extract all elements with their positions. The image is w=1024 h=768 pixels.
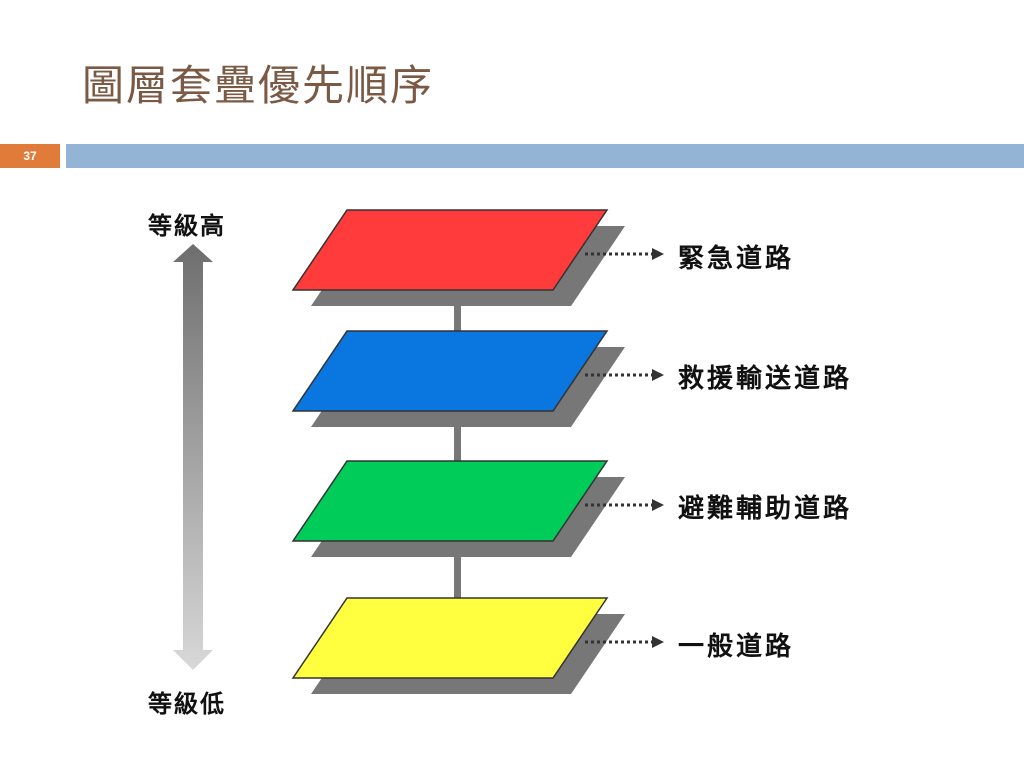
title-accent-bar xyxy=(66,144,1024,168)
layer-label-rescue-transport-road: 救援輸送道路 xyxy=(678,364,853,394)
priority-low-label: 等級低 xyxy=(148,690,226,718)
slide-title: 圖層套疊優先順序 xyxy=(82,61,435,110)
layer-label-general-road: 一般道路 xyxy=(678,632,795,662)
pointer-arrowhead-general-road xyxy=(652,636,664,648)
pointer-arrowhead-evacuation-support-road xyxy=(652,499,664,511)
layer-plane-rescue-transport-road xyxy=(291,330,609,412)
layer-plane-general-road xyxy=(291,597,609,679)
priority-high-label: 等級高 xyxy=(148,212,226,240)
layer-plane-evacuation-support-road xyxy=(291,460,609,542)
pointer-arrowhead-emergency-road xyxy=(652,248,664,260)
layer-plane-emergency-road xyxy=(291,209,609,291)
layer-label-emergency-road: 緊急道路 xyxy=(678,244,795,274)
layer-label-evacuation-support-road: 避難輔助道路 xyxy=(678,494,853,524)
layer-connector-line xyxy=(454,260,461,640)
pointer-arrowhead-rescue-transport-road xyxy=(652,369,664,381)
priority-arrow xyxy=(173,244,213,670)
page-number-badge: 37 xyxy=(0,144,60,168)
